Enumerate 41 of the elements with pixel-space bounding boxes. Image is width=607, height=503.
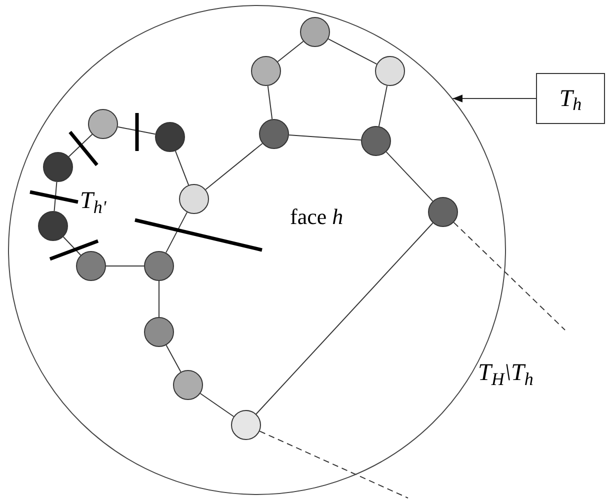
graph-vertex	[144, 317, 174, 347]
graph-vertex	[361, 126, 391, 156]
graph-edge	[386, 151, 434, 202]
graph-edge	[288, 134, 362, 140]
graph-edge	[166, 344, 182, 372]
graph-vertex	[251, 56, 281, 86]
graph-vertex	[43, 152, 73, 182]
graph-edge	[117, 126, 156, 135]
graph-edge	[54, 181, 58, 212]
graph-edge	[165, 212, 188, 254]
graph-edge	[328, 38, 378, 65]
graph-vertex	[259, 119, 289, 149]
math-label: T$_{h'}$	[80, 187, 106, 218]
graph-vertex	[76, 251, 106, 281]
arrow	[452, 94, 536, 102]
math-label: T$_{H}$\T$_{h}$	[478, 359, 534, 390]
math-label: face h	[290, 203, 344, 231]
graph-edge	[277, 40, 304, 62]
graph-edge	[68, 134, 93, 158]
graph-vertex	[428, 197, 458, 227]
graph-vertex	[38, 211, 68, 241]
graph-vertex	[155, 122, 185, 152]
graph-edge	[158, 280, 160, 318]
graph-vertex	[231, 410, 261, 440]
graph-vertex	[375, 56, 405, 86]
graph-vertex	[144, 251, 174, 281]
graph-edge	[174, 150, 190, 186]
graph-edge	[62, 236, 82, 256]
graph-edge	[267, 85, 273, 120]
region-circle	[8, 5, 506, 495]
graph-edge	[205, 142, 263, 190]
graph-edge	[200, 393, 234, 417]
graph-vertex	[179, 184, 209, 214]
graph-edge	[256, 222, 434, 414]
graph-vertex	[300, 17, 330, 47]
graph-edge	[378, 85, 388, 127]
dashed-edge	[259, 430, 408, 498]
dashed-edge	[453, 222, 566, 330]
graph-vertex	[173, 370, 203, 400]
label-box: T$_{h}$	[536, 73, 605, 124]
graph-vertex	[88, 109, 118, 139]
